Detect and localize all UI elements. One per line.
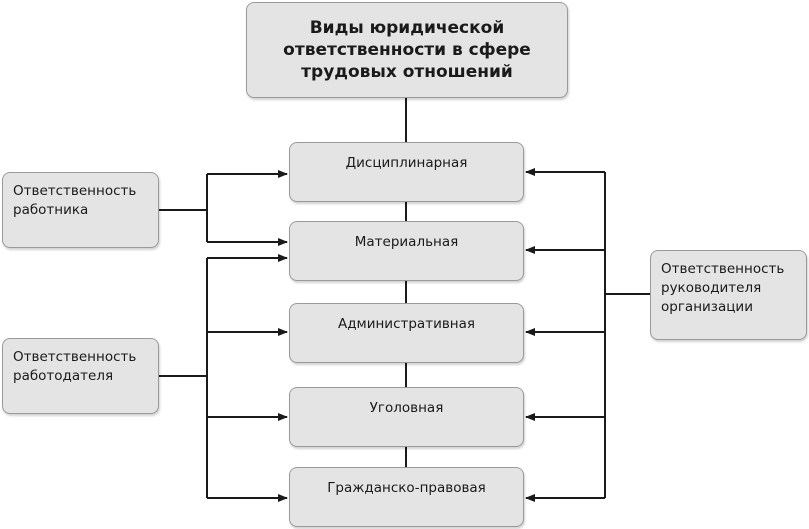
type-label-civil: Гражданско-правовая	[327, 480, 486, 496]
type-box-administrative: Административная	[289, 303, 524, 363]
employee-box: Ответственность работника	[2, 172, 159, 248]
type-box-material: Материальная	[289, 221, 524, 281]
type-box-disciplinary: Дисциплинарная	[289, 142, 524, 202]
type-label-administrative: Административная	[337, 316, 476, 332]
type-label-criminal: Уголовная	[369, 400, 444, 416]
employer-label: Ответственность работодателя	[13, 349, 137, 384]
type-label-disciplinary: Дисциплинарная	[345, 155, 468, 171]
type-box-criminal: Уголовная	[289, 387, 524, 447]
employee-label: Ответственность работника	[13, 183, 137, 218]
title-box: Виды юридической ответственности в сфере…	[246, 2, 568, 98]
employer-box: Ответственность работодателя	[2, 338, 159, 414]
manager-label: Ответственность руководителя организации	[661, 261, 785, 315]
manager-box: Ответственность руководителя организации	[650, 250, 807, 340]
type-label-material: Материальная	[354, 234, 459, 250]
title-text: Виды юридической ответственности в сфере…	[283, 18, 531, 82]
type-box-civil: Гражданско-правовая	[289, 467, 524, 527]
